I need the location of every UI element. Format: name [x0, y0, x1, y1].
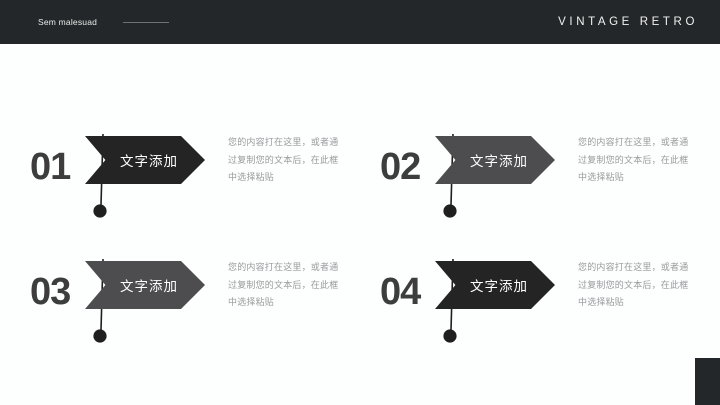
header-divider-line: [123, 21, 170, 23]
item-arrow-label: 文字添加: [470, 279, 528, 294]
item-arrow-label: 文字添加: [470, 154, 528, 169]
item-arrow-banner[interactable]: 文字添加: [435, 136, 555, 184]
corner-accent-block: [695, 358, 720, 405]
list-item[interactable]: 02 文字添加 您的内容打在这里，或者通过复制您的文本后，在此框中选择粘贴: [372, 130, 720, 250]
item-arrow-label: 文字添加: [120, 154, 178, 169]
list-item[interactable]: 04 文字添加 您的内容打在这里，或者通过复制您的文本后，在此框中选择粘贴: [372, 255, 720, 375]
header-bar: Sem malesuad VINTAGE RETRO: [0, 0, 720, 44]
item-arrow-label: 文字添加: [120, 279, 178, 294]
item-body-text: 您的内容打在这里，或者通过复制您的文本后，在此框中选择粘贴: [578, 137, 689, 182]
item-body-text: 您的内容打在这里，或者通过复制您的文本后，在此框中选择粘贴: [578, 262, 689, 307]
item-number: 04: [380, 271, 421, 313]
item-number: 02: [380, 146, 421, 188]
header-left-group: Sem malesuad: [38, 17, 170, 27]
list-item[interactable]: 01 文字添加 您的内容打在这里，或者通过复制您的文本后，在此框中选择粘贴: [22, 130, 372, 250]
item-number: 01: [30, 146, 71, 188]
header-brand-title: VINTAGE RETRO: [558, 16, 698, 28]
item-arrow-banner[interactable]: 文字添加: [85, 261, 205, 309]
items-grid: 01 文字添加 您的内容打在这里，或者通过复制您的文本后，在此框中选择粘贴 02…: [0, 44, 720, 405]
item-body-text: 您的内容打在这里，或者通过复制您的文本后，在此框中选择粘贴: [228, 262, 339, 307]
item-number: 03: [30, 271, 71, 313]
item-arrow-banner[interactable]: 文字添加: [435, 261, 555, 309]
header-kicker-text: Sem malesuad: [38, 17, 98, 27]
list-item[interactable]: 03 文字添加 您的内容打在这里，或者通过复制您的文本后，在此框中选择粘贴: [22, 255, 372, 375]
item-arrow-banner[interactable]: 文字添加: [85, 136, 205, 184]
item-body-text: 您的内容打在这里，或者通过复制您的文本后，在此框中选择粘贴: [228, 137, 339, 182]
